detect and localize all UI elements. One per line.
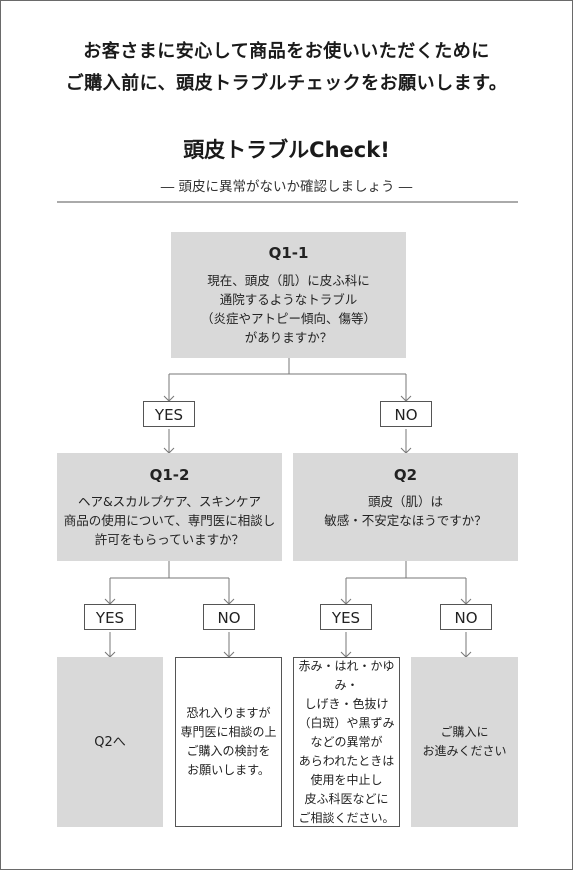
result-text-line: などの異常が: [310, 734, 383, 749]
question-id: Q1-1: [268, 244, 309, 262]
question-q2: Q2 頭皮（肌）は 敏感・不安定なほうですか？: [293, 453, 518, 561]
result-text-line: ご相談ください。: [298, 810, 395, 825]
question-text-line: 頭皮（肌）は: [367, 494, 443, 509]
result-text-line: ご購入に: [440, 725, 489, 739]
answer-q2-no: NO: [440, 604, 492, 630]
question-text-line: 商品の使用について、専門医に相談し: [63, 513, 276, 528]
question-id: Q2: [393, 466, 418, 484]
result-consult-doctor: 恐れ入りますが 専門医に相談の上 ご購入の検討を お願いします。: [175, 657, 282, 827]
answer-q1-2-no: NO: [203, 604, 255, 630]
question-id: Q1-2: [149, 466, 190, 484]
page-title: 頭皮トラブルCheck!: [183, 138, 390, 162]
result-proceed-purchase: ご購入に お進みください: [411, 657, 518, 827]
question-q1-1: Q1-1 現在、頭皮（肌）に皮ふ科に 通院するようなトラブル （炎症やアトピー傾…: [171, 232, 406, 358]
page-subtitle: ― 頭皮に異常がないか確認しましょう ―: [160, 179, 413, 195]
result-text-line: 皮ふ科医などに: [304, 791, 389, 806]
result-text: 赤み・はれ・かゆみ・ しげき・色抜け （白斑）や黒ずみ などの異常が あらわれた…: [294, 657, 399, 828]
question-text: 現在、頭皮（肌）に皮ふ科に 通院するようなトラブル （炎症やアトピー傾向、傷等）…: [171, 271, 406, 347]
result-go-to-q2: Q2へ: [57, 657, 163, 827]
question-text-line: がありますか？: [244, 330, 333, 345]
question-text-line: 現在、頭皮（肌）に皮ふ科に: [207, 273, 370, 288]
result-text-line: お進みください: [422, 744, 507, 758]
question-text-line: （炎症やアトピー傾向、傷等）: [200, 311, 376, 326]
result-text: Q2へ: [94, 734, 126, 750]
result-text: 恐れ入りますが 専門医に相談の上 ご購入の検討を お願いします。: [180, 704, 276, 780]
result-text-line: 使用を中止し: [310, 772, 383, 787]
intro-line-2: ご購入前に、頭皮トラブルチェックをお願いします。: [65, 73, 508, 94]
answer-q1-1-no: NO: [380, 401, 432, 427]
result-text-line: あらわれたときは: [298, 753, 395, 768]
question-text-line: 許可をもらっていますか？: [94, 532, 245, 547]
result-text-line: （白斑）や黒ずみ: [298, 715, 395, 730]
result-text-line: ご購入の検討を: [186, 744, 271, 758]
result-text-line: 赤み・はれ・かゆみ・: [298, 658, 395, 692]
answer-q1-1-yes: YES: [143, 401, 195, 427]
intro-line-1: お客さまに安心して商品をお使いいただくために: [83, 41, 490, 62]
question-text-line: ヘア&スカルプケア、スキンケア: [77, 494, 262, 509]
result-usage-caution: 赤み・はれ・かゆみ・ しげき・色抜け （白斑）や黒ずみ などの異常が あらわれた…: [293, 657, 400, 827]
answer-q2-yes: YES: [320, 604, 372, 630]
answer-q1-2-yes: YES: [84, 604, 136, 630]
result-text-line: しげき・色抜け: [304, 696, 389, 711]
result-text: ご購入に お進みください: [422, 723, 506, 761]
title-divider: [57, 201, 518, 203]
result-text-line: 恐れ入りますが: [186, 706, 271, 720]
question-text-line: 敏感・不安定なほうですか？: [324, 513, 487, 528]
question-q1-2: Q1-2 ヘア&スカルプケア、スキンケア 商品の使用について、専門医に相談し 許…: [57, 453, 282, 561]
question-text: ヘア&スカルプケア、スキンケア 商品の使用について、専門医に相談し 許可をもらっ…: [57, 492, 282, 549]
result-text-line: 専門医に相談の上: [180, 725, 277, 739]
question-text-line: 通院するようなトラブル: [219, 292, 358, 307]
result-text-line: お願いします。: [187, 763, 270, 777]
question-text: 頭皮（肌）は 敏感・不安定なほうですか？: [293, 492, 518, 530]
